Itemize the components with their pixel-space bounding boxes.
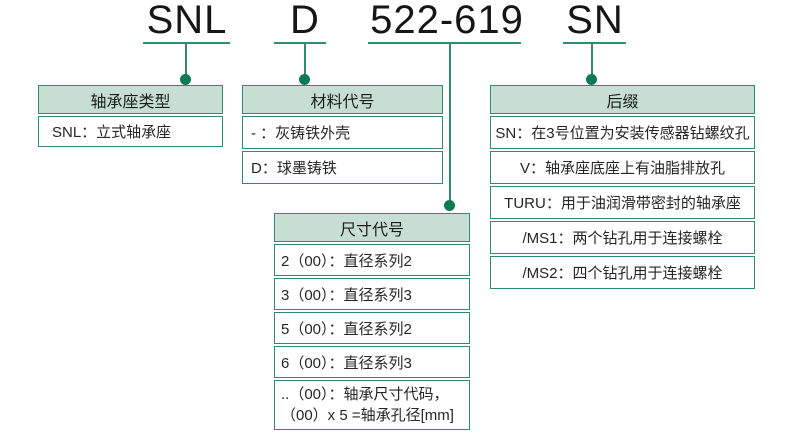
table-material-code: 材料代号 - ：灰铸铁外壳 D：球墨铸铁 [242,85,443,184]
code-part-snl: SNL [146,0,228,42]
table-row: 2（00）：直径系列2 [274,244,470,276]
table-row: /MS1：两个钻孔用于连接螺栓 [490,221,755,254]
underline-material [274,42,326,44]
connector-line-size [449,44,451,203]
connector-line-material [304,44,306,76]
connector-dot-size [444,200,455,211]
underline-snl [143,42,230,44]
table-row: ..（00）：轴承尺寸代码， （00）x 5 =轴承孔径[mm] [274,380,470,430]
connector-dot-suffix [586,74,597,85]
table-row: 5（00）：直径系列2 [274,312,470,344]
table-suffix-title: 后缀 [490,85,755,114]
connector-line-suffix [591,44,593,76]
table-row: - ：灰铸铁外壳 [242,116,443,149]
table-suffix: 后缀 SN：在3号位置为安装传感器钻螺纹孔 V：轴承座底座上有油脂排放孔 TUR… [490,85,755,289]
table-size-code-title: 尺寸代号 [274,213,470,242]
underline-size [368,42,521,44]
table-row: 3（00）：直径系列3 [274,278,470,310]
table-row: /MS2：四个钻孔用于连接螺栓 [490,256,755,289]
table-housing-type-title: 轴承座类型 [38,85,223,114]
table-row: 6（00）：直径系列3 [274,346,470,378]
code-part-suffix: SN [566,0,624,42]
code-part-size: 522-619 [370,0,524,42]
table-row: SNL：立式轴承座 [38,116,223,147]
table-row: SN：在3号位置为安装传感器钻螺纹孔 [490,116,755,149]
table-row: TURU：用于油润滑带密封的轴承座 [490,186,755,219]
code-part-material: D [290,0,320,42]
connector-line-snl [185,44,187,76]
table-material-code-title: 材料代号 [242,85,443,114]
connector-dot-snl [180,74,191,85]
table-size-code: 尺寸代号 2（00）：直径系列2 3（00）：直径系列3 5（00）：直径系列2… [274,213,470,430]
table-row: D：球墨铸铁 [242,151,443,184]
connector-dot-material [299,74,310,85]
table-housing-type: 轴承座类型 SNL：立式轴承座 [38,85,223,147]
underline-suffix [563,42,626,44]
table-row: V：轴承座底座上有油脂排放孔 [490,151,755,184]
